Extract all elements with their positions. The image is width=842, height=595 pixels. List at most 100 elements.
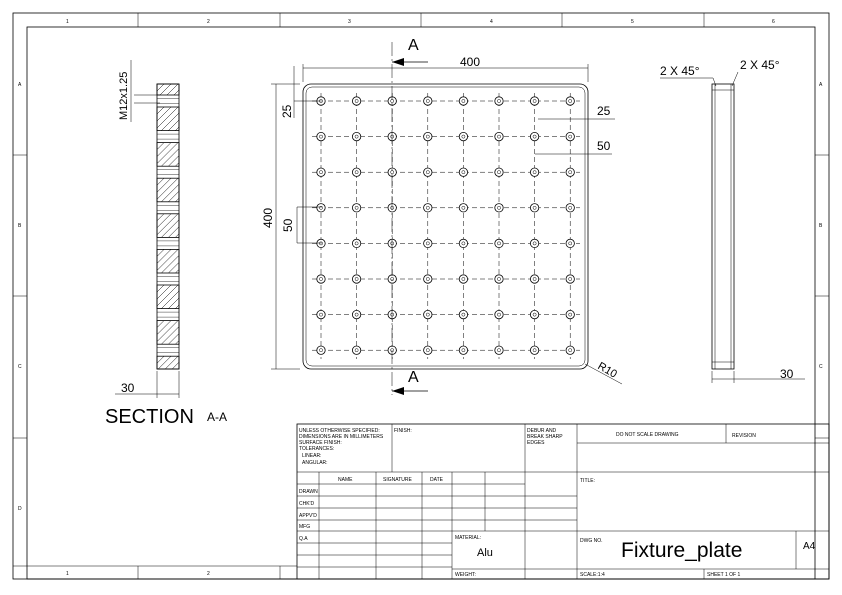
section-hatch-line	[156, 284, 179, 307]
threaded-hole-core	[461, 170, 466, 175]
section-hatch-line	[173, 89, 180, 96]
plate-chamfer-outline	[305, 86, 586, 367]
section-hatch-line	[168, 262, 180, 274]
section-hatch-line	[175, 126, 180, 131]
threaded-hole	[494, 274, 504, 284]
threaded-hole	[529, 203, 540, 213]
threaded-hole-core	[497, 312, 501, 317]
threaded-hole-core	[532, 241, 537, 246]
section-hatch-line	[161, 148, 180, 167]
row-mfg: MFG	[299, 524, 310, 530]
threaded-hole-core	[425, 277, 430, 281]
threaded-hole-core	[568, 134, 573, 139]
section-hatch-line	[156, 249, 179, 271]
threaded-hole-core	[461, 134, 466, 139]
threaded-hole	[458, 238, 468, 248]
threaded-hole	[316, 167, 326, 177]
zone-col-3-top: 3	[348, 19, 351, 25]
section-hatch-line	[156, 249, 172, 264]
threaded-hole-core	[497, 241, 501, 246]
threaded-hole-core	[532, 312, 537, 317]
section-hatch-line	[168, 226, 180, 238]
section-hatch-line	[175, 340, 180, 345]
threaded-hole	[351, 274, 362, 284]
section-hatch-line	[175, 162, 180, 167]
edge-offset-top-dim: 25	[280, 104, 294, 118]
section-hatch-line	[161, 255, 180, 274]
section-hatch-line	[161, 112, 180, 131]
section-marker-top: A	[408, 37, 419, 54]
threaded-hole-core	[319, 205, 323, 210]
revision-label: REVISION	[732, 433, 756, 439]
section-hatch-line	[175, 269, 180, 274]
zone-row-a-left: A	[18, 82, 22, 88]
zone-col-4-top: 4	[490, 19, 493, 25]
zone-col-5-top: 5	[631, 19, 634, 25]
note-line-5: LINEAR:	[302, 453, 321, 459]
section-hatch-line	[156, 178, 179, 200]
sheet-size: A4	[803, 541, 816, 552]
threaded-hole-core	[532, 205, 537, 210]
section-hatch-line	[168, 333, 180, 345]
threaded-hole-core	[532, 277, 537, 281]
deburr-line-3: EDGES	[527, 440, 545, 446]
corner-radius-dim: R10	[596, 360, 619, 380]
threaded-hole-core	[425, 134, 430, 139]
section-hatch-line	[156, 178, 172, 193]
section-solid-segment	[156, 83, 180, 96]
threaded-hole-core	[497, 134, 501, 139]
threaded-hole-core	[461, 99, 466, 103]
threaded-hole	[565, 203, 575, 213]
section-hatch-line	[156, 142, 172, 157]
threaded-hole-core	[319, 170, 323, 175]
deburr-line-1: DEBUR AND	[527, 428, 557, 434]
threaded-hole	[458, 203, 468, 213]
threaded-hole-core	[568, 312, 573, 317]
thread-callout: M12x1.25	[118, 72, 130, 120]
threaded-hole-core	[532, 99, 537, 103]
threaded-hole	[423, 167, 433, 177]
threaded-hole	[565, 96, 575, 106]
material-value: Alu	[477, 547, 493, 559]
threaded-hole	[423, 132, 433, 142]
threaded-hole-core	[354, 170, 359, 175]
threaded-hole	[529, 96, 540, 106]
threaded-hole-core	[568, 205, 573, 210]
threaded-hole-core	[354, 277, 359, 281]
material-label: MATERIAL:	[455, 535, 481, 541]
threaded-hole	[316, 274, 326, 284]
threaded-hole	[565, 309, 575, 320]
deburr-line-2: BREAK SHARP	[527, 434, 563, 440]
zone-row-c-left: C	[18, 364, 22, 370]
threaded-hole	[494, 238, 504, 248]
note-line-1: UNLESS OTHERWISE SPECIFIED:	[299, 428, 380, 434]
section-hatch-line	[156, 320, 179, 342]
threaded-hole-core	[497, 277, 501, 281]
threaded-hole-core	[354, 205, 359, 210]
threaded-hole	[316, 309, 326, 320]
front-height-dim: 400	[261, 208, 275, 228]
section-solid-segment	[156, 106, 180, 132]
threaded-hole-core	[461, 348, 466, 353]
col-date: DATE	[430, 477, 444, 483]
chamfer-right-dim: 2 X 45°	[740, 58, 780, 72]
section-hatch-line	[156, 356, 165, 364]
threaded-hole-core	[354, 99, 359, 103]
note-line-2: DIMENSIONS ARE IN MILLIMETERS	[299, 434, 384, 440]
threaded-hole	[351, 203, 362, 213]
section-hatch-line	[172, 362, 180, 370]
threaded-hole	[351, 345, 362, 355]
threaded-hole	[458, 96, 468, 106]
plate-outline	[302, 83, 589, 370]
section-hatch-line	[156, 213, 172, 228]
zone-row-b-right: B	[819, 223, 823, 229]
threaded-hole-core	[497, 99, 501, 103]
dwg-no-label: DWG NO.	[580, 538, 603, 544]
title-label: TITLE:	[580, 478, 595, 484]
threaded-hole-core	[532, 170, 537, 175]
threaded-hole	[316, 132, 326, 142]
threaded-hole-core	[497, 348, 501, 353]
threaded-hole	[565, 238, 575, 248]
section-thickness-dim: 30	[121, 381, 135, 395]
threaded-hole-core	[461, 312, 466, 317]
